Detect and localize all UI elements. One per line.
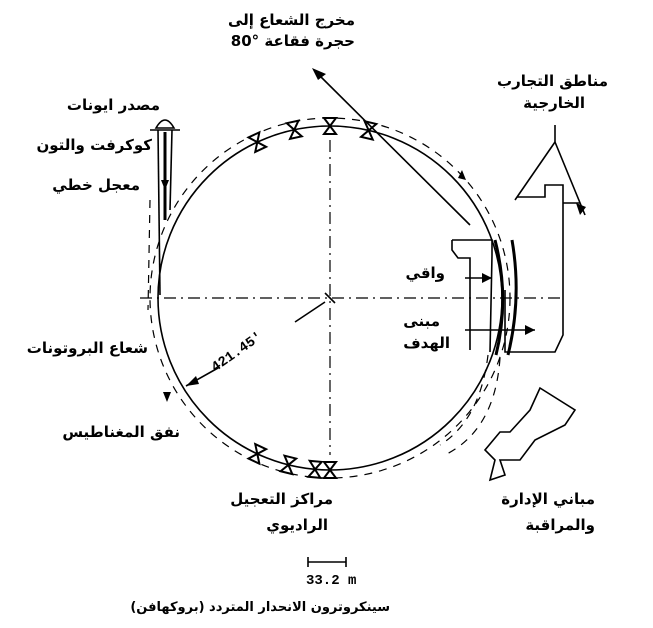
beam-exit-label-1: مخرج الشعاع إلى xyxy=(228,11,355,29)
shield-label: واقي xyxy=(406,264,445,282)
magnet-tunnel-label: نفق المغناطيس xyxy=(62,423,180,441)
beam-exit-label-2: حجرة فقاعة °80 xyxy=(231,32,355,50)
linear-accelerator-label: معجل خطي xyxy=(52,176,140,194)
magnet-icon xyxy=(284,119,304,141)
magnets xyxy=(246,117,379,480)
admin-buildings xyxy=(439,354,577,482)
target-building-label-1: مبنى xyxy=(403,312,440,330)
scale-label: 33.2 m xyxy=(306,573,356,589)
experiment-areas-label-2: الخارجية xyxy=(523,94,585,112)
cockcroft-walton-label: كوكرفت والتون xyxy=(36,136,152,154)
caption: سينكروترون الانحدار المتردد (بروكهافن) xyxy=(130,600,390,615)
radius-marker xyxy=(185,301,326,387)
ion-source-label: مصدر ايونات xyxy=(67,96,160,114)
admin-label-2: والمراقبة xyxy=(525,516,595,534)
scale-bar xyxy=(307,557,347,567)
magnet-icon xyxy=(322,117,338,135)
target-building-label-2: الهدف xyxy=(403,334,450,352)
magnet-icon xyxy=(246,130,269,154)
magnet-icon xyxy=(358,119,379,141)
experiment-areas-label-1: مناطق التجارب xyxy=(497,72,608,90)
rf-stations-label-2: الراديوي xyxy=(266,516,328,535)
target-building xyxy=(451,184,586,356)
admin-label-1: مباني الإدارة xyxy=(501,490,595,508)
magnet-icon xyxy=(322,461,338,479)
rf-stations-label-1: مراكز التعجيل xyxy=(230,490,333,508)
magnet-icon xyxy=(246,442,269,466)
magnet-icon xyxy=(306,459,324,480)
magnet-icon xyxy=(278,454,299,476)
radius-label: 421.45' xyxy=(209,329,266,376)
proton-beam-arrow xyxy=(163,392,171,402)
linear-accelerator xyxy=(147,119,180,311)
experiment-areas-pointer xyxy=(514,125,586,216)
proton-beam-label: شعاع البروتونات xyxy=(27,339,148,357)
beam-exit-arrow xyxy=(312,68,471,226)
